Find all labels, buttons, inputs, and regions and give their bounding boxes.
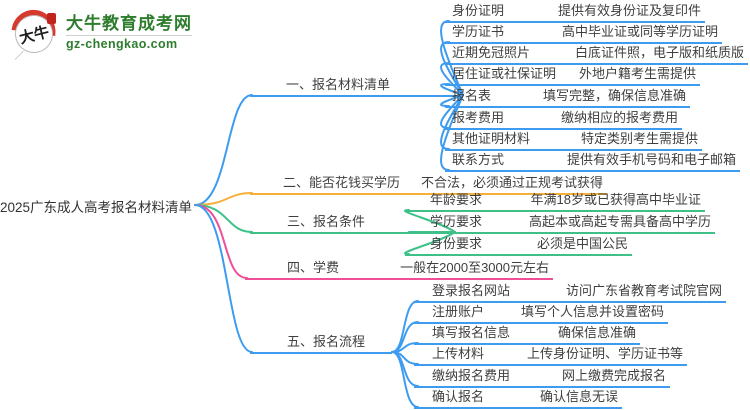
child-node: 填写报名信息 确保信息准确 xyxy=(414,324,640,345)
child-desc: 访问广东省教育考试院官网 xyxy=(565,283,722,298)
child-desc: 提供有效身份证及复印件 xyxy=(557,3,701,18)
connector-line xyxy=(194,204,248,279)
branch-node: 二、能否花钱买学历 不合法，必须通过正规考试获得 xyxy=(250,174,607,195)
connector-line xyxy=(391,351,419,408)
child-desc: 缴纳相应的报考费用 xyxy=(560,110,678,125)
child-label: 其他证明材料 xyxy=(452,131,531,146)
child-desc: 特定类别考生需提供 xyxy=(580,131,698,146)
child-desc: 确认信息无误 xyxy=(539,389,618,404)
child-label: 学历证书 xyxy=(452,24,505,39)
child-label: 报考费用 xyxy=(452,110,505,125)
child-label: 上传材料 xyxy=(432,346,485,361)
child-desc: 填写个人信息并设置密码 xyxy=(520,304,664,319)
logo-bubble-tail-icon xyxy=(15,50,24,59)
branch-label: 四、学费 xyxy=(287,260,340,275)
logo-seal-icon xyxy=(47,13,56,24)
child-desc: 确保信息准确 xyxy=(557,325,636,340)
child-node: 缴纳报名费用 网上缴费完成报名 xyxy=(414,367,670,388)
child-node: 报名表 填写完整，确保信息准确 xyxy=(445,87,690,108)
branch-label: 五、报名流程 xyxy=(287,334,366,349)
child-label: 填写报名信息 xyxy=(432,325,511,340)
child-desc: 提供有效手机号码和电子邮箱 xyxy=(566,152,736,167)
mindmap-root-title: 2025广东成人高考报名材料清单 xyxy=(0,200,193,215)
child-label: 缴纳报名费用 xyxy=(432,368,511,383)
child-label: 居住证或社保证明 xyxy=(452,66,557,81)
branch-node: 五、报名流程 xyxy=(250,333,392,354)
child-desc: 上传身份证明、学历证书等 xyxy=(526,346,683,361)
child-label: 身份要求 xyxy=(430,236,483,251)
branch-label: 二、能否花钱买学历 xyxy=(283,175,401,190)
child-label: 报名表 xyxy=(452,88,492,103)
connector-line xyxy=(440,94,464,150)
child-node: 注册账户 填写个人信息并设置密码 xyxy=(414,303,668,324)
branch-label: 三、报名条件 xyxy=(287,214,366,229)
child-label: 登录报名网站 xyxy=(432,283,511,298)
child-desc: 高中毕业证或同等学历证明 xyxy=(561,24,718,39)
child-node: 登录报名网站 访问广东省教育考试院官网 xyxy=(414,282,726,303)
child-node: 近期免冠照片 白底证件照，电子版和纸质版 xyxy=(445,44,748,65)
child-node: 报考费用 缴纳相应的报考费用 xyxy=(445,109,682,130)
child-label: 联系方式 xyxy=(452,152,505,167)
branch-node: 三、报名条件 xyxy=(250,213,455,234)
connector-line xyxy=(194,94,253,206)
child-label: 确认报名 xyxy=(432,389,485,404)
branch-node: 四、学费 一般在2000至3000元左右 xyxy=(245,259,553,280)
child-label: 年龄要求 xyxy=(430,192,483,207)
connector-line xyxy=(404,231,456,255)
child-label: 近期免冠照片 xyxy=(452,45,531,60)
child-label: 注册账户 xyxy=(432,304,485,319)
child-node: 学历要求 高起本或高起专需具备高中学历 xyxy=(405,213,715,234)
child-node: 学历证书 高中毕业证或同等学历证明 xyxy=(445,23,722,44)
child-node: 联系方式 提供有效手机号码和电子邮箱 xyxy=(445,151,740,172)
child-desc: 高起本或高起专需具备高中学历 xyxy=(528,214,711,229)
branch-desc: 一般在2000至3000元左右 xyxy=(400,260,549,275)
child-desc: 填写完整，确保信息准确 xyxy=(542,88,686,103)
branch-label: 一、报名材料清单 xyxy=(286,77,391,92)
child-node: 年龄要求 年满18岁或已获得高中毕业证 xyxy=(405,191,705,212)
branch-desc: 不合法，必须通过正规考试获得 xyxy=(420,175,603,190)
child-desc: 白底证件照，电子版和纸质版 xyxy=(574,45,744,60)
logo-mark-icon: 大牛 xyxy=(10,7,59,59)
child-desc: 外地户籍考生需提供 xyxy=(578,66,696,81)
child-label: 学历要求 xyxy=(430,214,483,229)
child-label: 身份证明 xyxy=(452,3,505,18)
child-node: 上传材料 上传身份证明、学历证书等 xyxy=(414,345,687,366)
logo-domain: gz-chengkao.com xyxy=(66,35,192,52)
child-node: 居住证或社保证明 外地户籍考生需提供 xyxy=(445,65,700,86)
child-desc: 网上缴费完成报名 xyxy=(561,368,666,383)
logo-text: 大牛教育成考网 gz-chengkao.com xyxy=(66,14,192,52)
logo-brand-name: 大牛教育成考网 xyxy=(66,14,192,33)
child-desc: 必须是中国公民 xyxy=(536,236,628,251)
child-node: 其他证明材料 特定类别考生需提供 xyxy=(445,130,702,151)
child-node: 身份要求 必须是中国公民 xyxy=(405,235,632,256)
connector-line xyxy=(194,204,253,233)
site-logo: 大牛 大牛教育成考网 gz-chengkao.com xyxy=(10,7,192,59)
child-desc: 年满18岁或已获得高中毕业证 xyxy=(530,192,701,207)
branch-node: 一、报名材料清单 xyxy=(250,76,463,97)
child-node: 身份证明 提供有效身份证及复印件 xyxy=(445,2,705,23)
child-node: 确认报名 确认信息无误 xyxy=(414,388,622,409)
connector-line xyxy=(194,204,253,353)
